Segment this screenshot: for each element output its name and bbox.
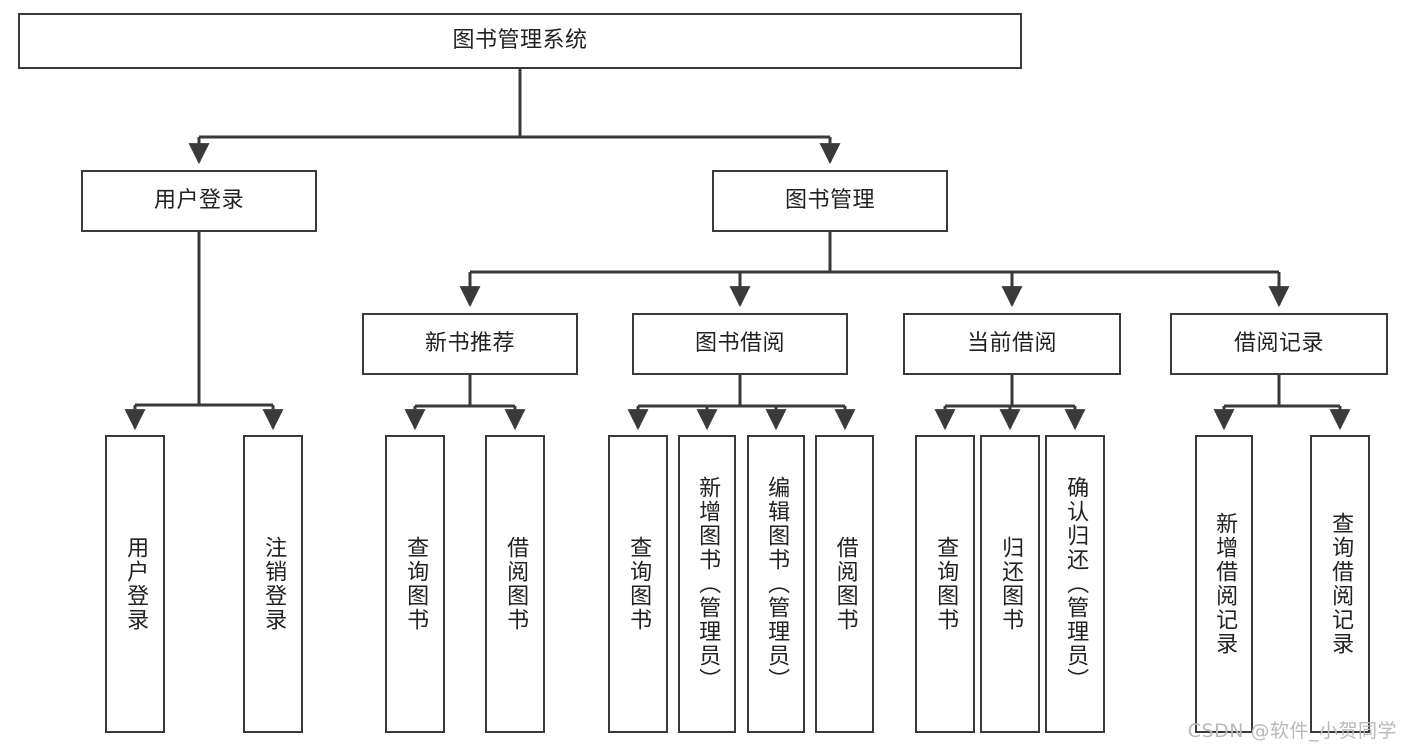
node-current-borrow-label: 当前借阅 (966, 330, 1057, 356)
leaf-borrow-book-recommend[interactable]: 借阅图书 (485, 435, 545, 733)
leaf-query-borrow-record-label: 查询借阅记录 (1328, 512, 1354, 656)
node-borrow-record-label: 借阅记录 (1233, 330, 1324, 356)
leaf-confirm-return-admin[interactable]: 确认归还（管理员） (1045, 435, 1105, 733)
leaf-user-login-label: 用户登录 (123, 536, 149, 632)
leaf-borrow-book-label: 借阅图书 (832, 536, 858, 632)
leaf-query-book-current-label: 查询图书 (933, 536, 959, 632)
node-book-borrow[interactable]: 图书借阅 (632, 313, 848, 375)
leaf-borrow-book[interactable]: 借阅图书 (815, 435, 874, 733)
leaf-query-book-recommend-label: 查询图书 (403, 536, 429, 632)
leaf-query-book-recommend[interactable]: 查询图书 (385, 435, 445, 733)
leaf-logout[interactable]: 注销登录 (243, 435, 303, 733)
node-book-management-label: 图书管理 (784, 187, 875, 213)
leaf-query-borrow-record[interactable]: 查询借阅记录 (1310, 435, 1370, 733)
node-current-borrow[interactable]: 当前借阅 (903, 313, 1121, 375)
node-new-book-recommend[interactable]: 新书推荐 (362, 313, 578, 375)
leaf-add-book-admin[interactable]: 新增图书（管理员） (678, 435, 736, 733)
leaf-return-book-label: 归还图书 (998, 536, 1024, 632)
leaf-add-book-admin-label: 新增图书（管理员） (695, 476, 721, 692)
node-book-borrow-label: 图书借阅 (694, 330, 785, 356)
leaf-edit-book-admin[interactable]: 编辑图书（管理员） (747, 435, 805, 733)
node-root-label: 图书管理系统 (452, 27, 588, 53)
node-book-management[interactable]: 图书管理 (712, 170, 948, 232)
leaf-add-borrow-record-label: 新增借阅记录 (1212, 512, 1238, 656)
leaf-add-borrow-record[interactable]: 新增借阅记录 (1195, 435, 1253, 733)
leaf-query-book-current[interactable]: 查询图书 (915, 435, 975, 733)
leaf-query-book-borrow[interactable]: 查询图书 (608, 435, 668, 733)
leaf-return-book[interactable]: 归还图书 (980, 435, 1040, 733)
node-user-login[interactable]: 用户登录 (81, 170, 317, 232)
leaf-confirm-return-admin-label: 确认归还（管理员） (1063, 476, 1089, 692)
leaf-borrow-book-recommend-label: 借阅图书 (503, 536, 529, 632)
leaf-logout-label: 注销登录 (261, 536, 287, 632)
node-root[interactable]: 图书管理系统 (18, 13, 1022, 69)
node-borrow-record[interactable]: 借阅记录 (1170, 313, 1388, 375)
leaf-query-book-borrow-label: 查询图书 (626, 536, 652, 632)
node-user-login-label: 用户登录 (153, 187, 244, 213)
leaf-user-login[interactable]: 用户登录 (105, 435, 165, 733)
node-new-book-recommend-label: 新书推荐 (424, 330, 515, 356)
leaf-edit-book-admin-label: 编辑图书（管理员） (764, 476, 790, 692)
